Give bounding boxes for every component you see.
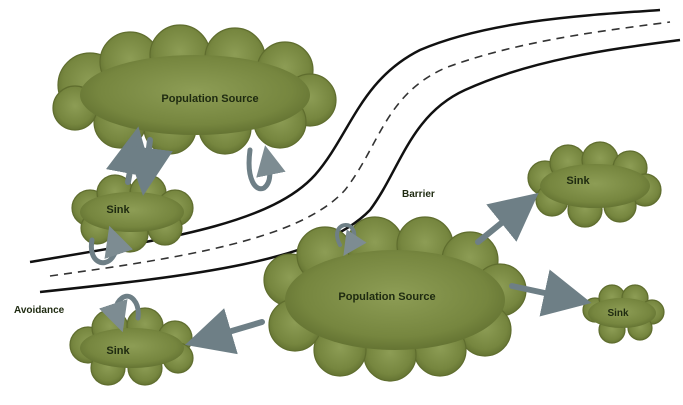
label-sink-right-upper: Sink — [566, 175, 590, 187]
label-sink-right-lower: Sink — [607, 308, 629, 319]
arrow-source-to-sink-right-upper — [475, 192, 539, 245]
loop-arrow-left-sink — [88, 225, 133, 265]
loop-arrow-avoidance — [99, 293, 141, 333]
cloud-sink-right-lower: Sink — [582, 284, 665, 344]
cloud-sink-left-lower: Sink — [69, 307, 194, 386]
movement-arrows — [88, 126, 592, 355]
cloud-source-bottom: Population Source — [263, 216, 527, 382]
cloud-sink-left-upper: Sink — [71, 174, 194, 253]
road-upper-edge — [29, 8, 661, 264]
road-barrier — [29, 8, 681, 294]
label-avoidance: Avoidance — [14, 305, 65, 316]
loop-arrow-top-source — [246, 145, 286, 192]
label-barrier: Barrier — [402, 189, 435, 200]
loop-arrow-bottom-source — [335, 223, 367, 256]
label-population-source-top: Population Source — [161, 93, 258, 105]
arrow-source-to-sink — [125, 137, 173, 196]
label-population-source-bottom: Population Source — [338, 291, 435, 303]
cloud-source-top: Population Source — [52, 24, 337, 155]
cloud-sink-right-upper: Sink — [527, 141, 662, 228]
label-sink-left-lower: Sink — [106, 345, 130, 357]
label-sink-left-upper: Sink — [106, 204, 130, 216]
arrow-source-to-sink-right-lower — [509, 269, 592, 317]
arrow-source-to-sink-left-lower — [184, 308, 265, 355]
road-lower-edge — [39, 38, 681, 294]
arrow-sink-to-source — [105, 126, 154, 185]
road-center-dashed — [49, 21, 671, 277]
